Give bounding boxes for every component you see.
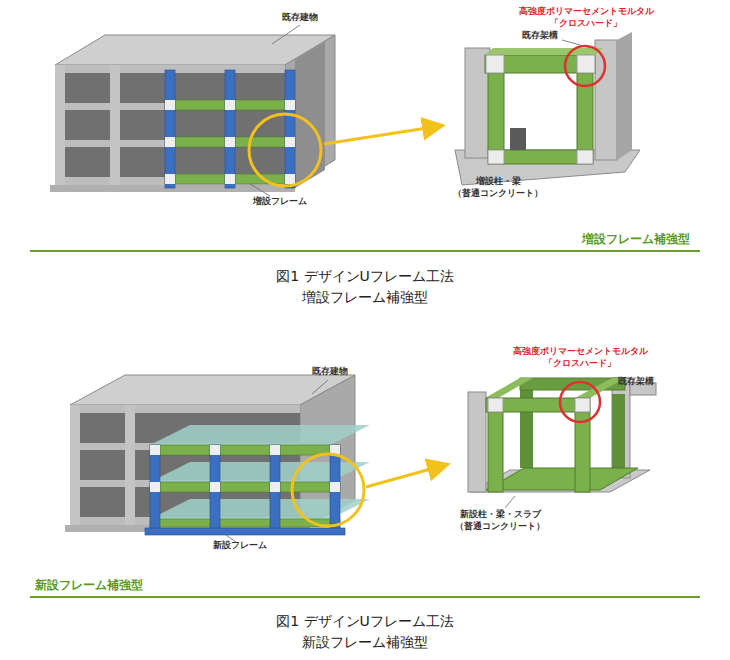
added-frame [165,70,295,188]
figure-caption: 図1 デザインUフレーム工法 [276,268,454,285]
focus-circle [249,114,321,186]
section-rule [30,596,700,598]
leader-line [505,496,515,508]
focus-circle [292,454,364,526]
leader-line [312,380,328,394]
figure-caption: 増設フレーム補強型 [302,289,428,306]
part-name: （普通コンクリート） [455,521,545,532]
leader-line [250,184,270,196]
material-note: 「クロスハード」 [550,18,622,29]
new-frame [145,425,370,535]
figure-caption: 新設フレーム補強型 [302,634,428,651]
figure-caption: 図1 デザインUフレーム工法 [276,613,454,630]
existing-building [50,35,335,192]
part-name: 既存建物 [282,12,318,23]
joint-circle [565,46,605,86]
leader-line [272,25,300,44]
part-name: 増設フレーム [253,196,307,207]
part-name: 既存架構 [522,30,558,41]
section-heading: 新設フレーム補強型 [35,578,143,592]
frame-detail [468,378,656,492]
part-name: 新設柱・梁・スラブ [460,509,541,520]
part-name: （普通コンクリート） [453,188,543,199]
part-name: 既存架構 [618,376,654,387]
material-note: 「クロスハード」 [544,358,616,369]
part-name: 既存建物 [312,366,348,377]
joint-circle [560,382,600,422]
zoom-arrow [366,465,445,487]
section-rule [30,250,700,252]
section-heading: 増設フレーム補強型 [582,232,690,246]
part-name: 新設フレーム [213,540,267,551]
zoom-arrow [324,126,440,144]
part-name: 増設柱・梁 [476,176,521,187]
frame-detail [455,32,640,185]
material-note: 高強度ポリマーセメントモルタル [519,6,654,17]
material-note: 高強度ポリマーセメントモルタル [513,346,648,357]
